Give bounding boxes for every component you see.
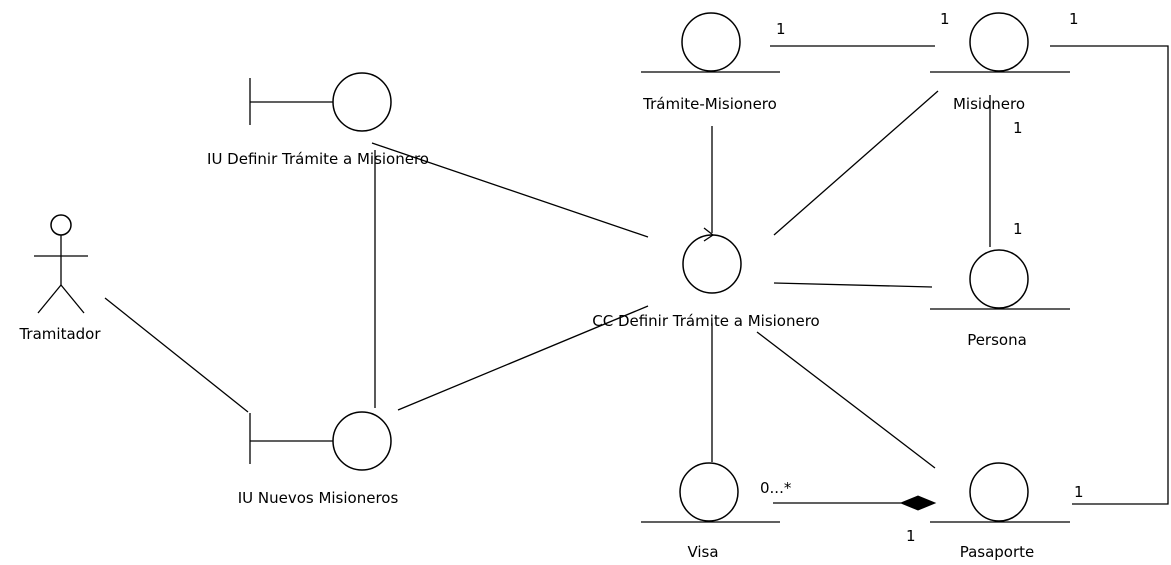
actor-tramitador[interactable]: Tramitador — [18, 214, 101, 343]
multiplicity-label: 1 — [1013, 119, 1023, 137]
boundary-circle-icon — [332, 411, 392, 471]
entity-label: Visa — [687, 543, 718, 561]
composition-diamond — [899, 495, 937, 511]
multiplicity-label: 1 — [1069, 10, 1079, 28]
multiplicity-label: 1 — [776, 20, 786, 38]
control-circle-icon — [682, 234, 742, 294]
entity-circle-icon — [969, 249, 1029, 309]
entity-misionero[interactable]: Misionero — [930, 12, 1070, 113]
multiplicity-labels: 1 1 1 1 1 0...* 1 1 — [760, 10, 1084, 545]
link-misionero-pasaporte — [1050, 45, 1169, 505]
entity-tramite-misionero[interactable]: Trámite-Misionero — [641, 12, 780, 113]
control-arrow-icon — [703, 227, 714, 242]
link-cc-persona — [773, 282, 933, 288]
link-actor-iu-nuevos — [104, 297, 249, 413]
link-iu-nuevos-cc — [397, 305, 649, 411]
entity-circle-icon — [969, 462, 1029, 522]
multiplicity-label: 1 — [1074, 483, 1084, 501]
entity-persona[interactable]: Persona — [930, 249, 1070, 349]
entity-circle-icon — [679, 462, 739, 522]
associations — [104, 45, 1169, 511]
control-label: CC Definir Trámite a Misionero — [592, 312, 820, 330]
actor-head-icon — [50, 214, 72, 236]
boundary-iu-nuevos[interactable]: IU Nuevos Misioneros — [238, 411, 399, 507]
link-cc-pasaporte — [756, 331, 936, 469]
boundary-circle-icon — [332, 72, 392, 132]
actor-label: Tramitador — [18, 325, 101, 343]
entity-label: Persona — [967, 331, 1027, 349]
entity-circle-icon — [681, 12, 741, 72]
entity-visa[interactable]: Visa — [641, 462, 780, 561]
boundary-label: IU Definir Trámite a Misionero — [207, 150, 429, 168]
multiplicity-label: 1 — [1013, 220, 1023, 238]
multiplicity-label: 1 — [940, 10, 950, 28]
entity-label: Trámite-Misionero — [642, 95, 777, 113]
entity-label: Misionero — [953, 95, 1025, 113]
entity-circle-icon — [969, 12, 1029, 72]
boundary-label: IU Nuevos Misioneros — [238, 489, 399, 507]
multiplicity-label: 0...* — [760, 479, 792, 497]
link-iu-definir-cc — [371, 142, 649, 238]
boundary-iu-definir[interactable]: IU Definir Trámite a Misionero — [207, 72, 429, 168]
control-cc-definir[interactable]: CC Definir Trámite a Misionero — [592, 227, 820, 330]
entity-label: Pasaporte — [960, 543, 1035, 561]
link-cc-misionero — [773, 90, 939, 236]
entity-pasaporte[interactable]: Pasaporte — [930, 462, 1070, 561]
multiplicity-label: 1 — [906, 527, 916, 545]
